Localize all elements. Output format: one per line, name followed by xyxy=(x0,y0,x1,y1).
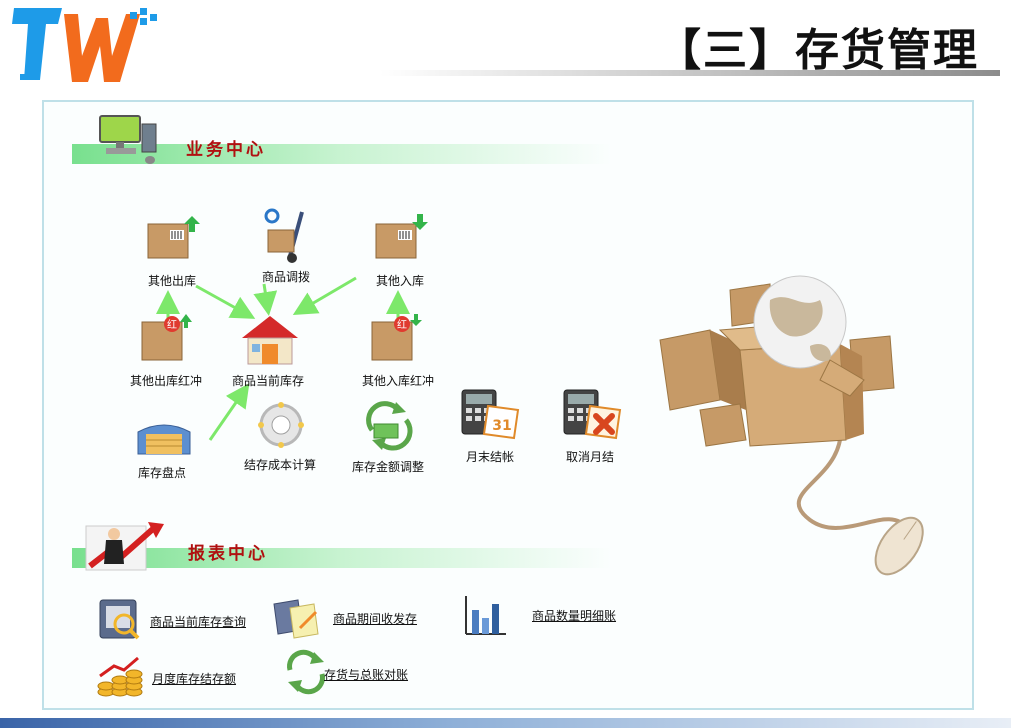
transfer-button[interactable] xyxy=(262,208,310,263)
reconcile-icon xyxy=(284,649,328,695)
monthly-balance-link[interactable]: 月度库存结存额 xyxy=(152,672,237,686)
box-red-reverse-icon: 红 xyxy=(140,312,192,361)
qty-detail-link[interactable]: 商品数量明细账 xyxy=(532,609,617,623)
box-red-receive-icon: 红 xyxy=(370,312,422,361)
box-export-icon xyxy=(146,214,200,262)
box-import-icon xyxy=(374,214,428,262)
bar-chart-icon xyxy=(464,594,508,638)
warehouse-building-icon xyxy=(136,418,191,466)
footer-bar xyxy=(0,718,1011,728)
money-refresh-icon xyxy=(362,400,413,451)
stock-query-link[interactable]: 商品当前库存查询 xyxy=(150,615,247,629)
period-io-icon xyxy=(272,598,322,639)
computer-icon xyxy=(98,114,162,166)
coin-stack-icon xyxy=(96,656,143,698)
page-title: 【三】存货管理 xyxy=(657,25,979,76)
calculator-cancel-icon xyxy=(562,388,622,440)
boxes-globe-mouse-illustration xyxy=(650,260,960,580)
other-in-red-button[interactable]: 红 xyxy=(370,312,422,361)
cancel-close-button[interactable] xyxy=(562,388,622,440)
red-badge-text: 红 xyxy=(167,318,177,331)
brand-logo: W xyxy=(12,4,162,84)
stock-query-icon xyxy=(98,598,142,642)
month-close-label: 月末结帐 xyxy=(465,450,515,464)
other-in-red-label: 其他入库红冲 xyxy=(361,374,435,388)
title-divider xyxy=(380,70,1000,76)
report-center-label: 报表中心 xyxy=(188,544,268,564)
other-out-label: 其他出库 xyxy=(147,274,197,288)
red-badge-text: 红 xyxy=(397,318,407,331)
amount-adjust-label: 库存金额调整 xyxy=(351,460,425,474)
business-center-band xyxy=(72,144,612,164)
cost-calc-button[interactable] xyxy=(256,400,304,448)
stocktake-label: 库存盘点 xyxy=(137,466,187,480)
calendar-day-text: 31 xyxy=(492,418,511,434)
amount-adjust-button[interactable] xyxy=(362,400,413,451)
month-close-button[interactable]: 31 xyxy=(460,388,520,440)
other-out-red-button[interactable]: 红 xyxy=(140,312,192,361)
cancel-close-label: 取消月结 xyxy=(565,450,615,464)
gear-balance-icon xyxy=(256,400,304,448)
current-stock-label: 商品当前库存 xyxy=(231,374,305,388)
businessman-chart-icon xyxy=(84,518,168,572)
other-in-button[interactable] xyxy=(374,214,428,262)
hand-truck-icon xyxy=(262,208,310,263)
other-out-red-label: 其他出库红冲 xyxy=(129,374,203,388)
current-stock-button[interactable] xyxy=(240,314,298,365)
reconcile-link[interactable]: 存货与总账对账 xyxy=(324,668,409,682)
period-io-link[interactable]: 商品期间收发存 xyxy=(333,612,418,626)
cost-calc-label: 结存成本计算 xyxy=(243,458,317,472)
stocktake-button[interactable] xyxy=(136,418,191,466)
warehouse-house-icon xyxy=(240,314,298,365)
other-in-label: 其他入库 xyxy=(375,274,425,288)
transfer-label: 商品调拨 xyxy=(261,270,311,284)
business-center-label: 业务中心 xyxy=(186,140,266,160)
other-out-button[interactable] xyxy=(146,214,200,262)
report-center-band xyxy=(72,548,612,568)
calculator-calendar-icon: 31 xyxy=(460,388,520,440)
